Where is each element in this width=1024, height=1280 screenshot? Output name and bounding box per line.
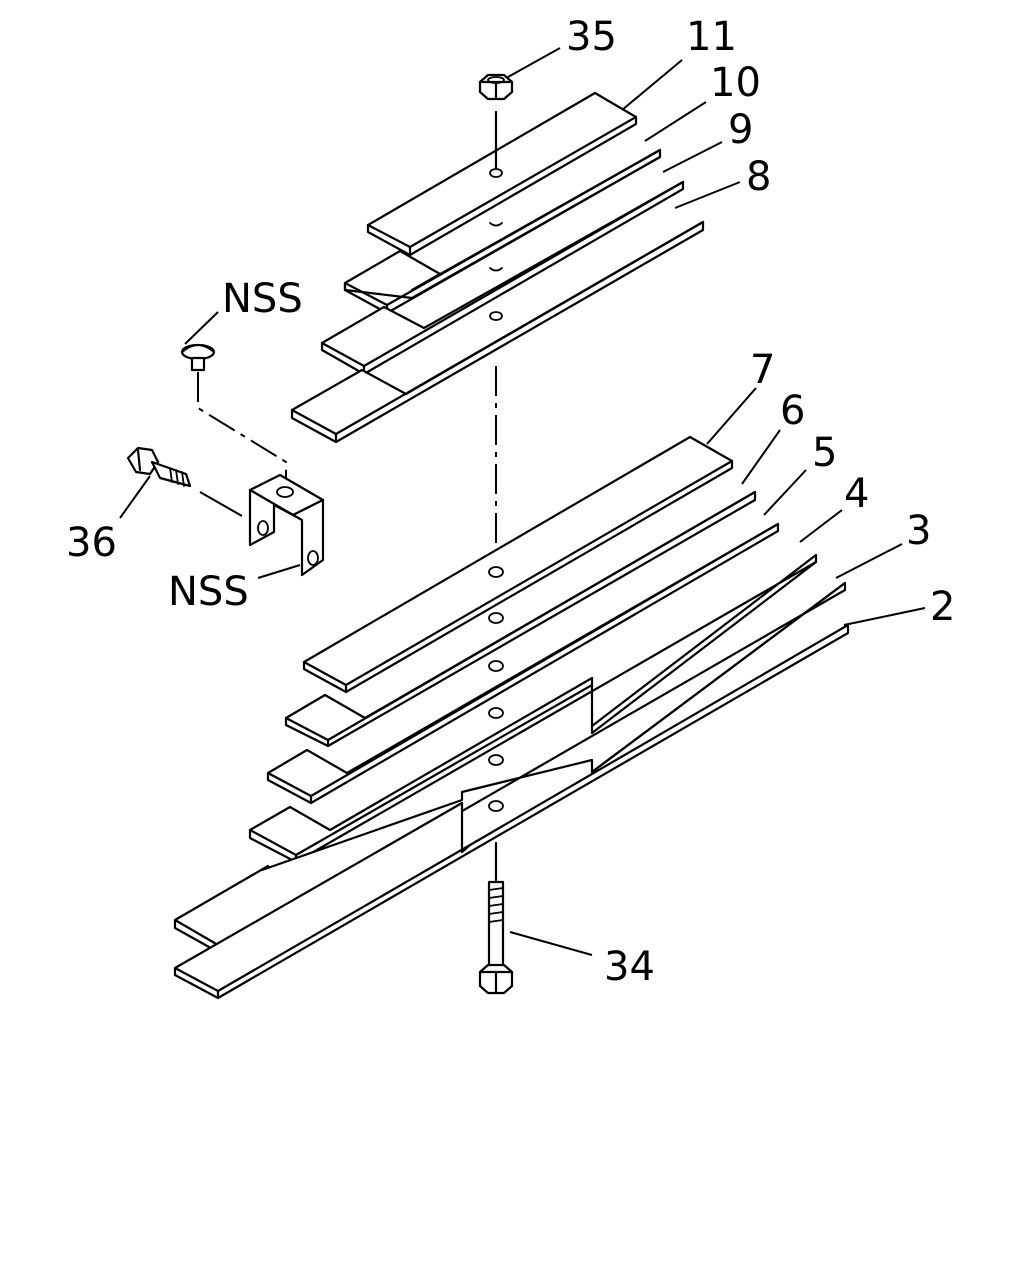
rivet-nss (180, 343, 216, 372)
callout-4: 4 (844, 471, 869, 517)
callout-10: 10 (710, 60, 761, 106)
leaf-4 (248, 553, 818, 864)
callout-nss-rivet: NSS (222, 276, 303, 322)
rivet-dash-line (197, 372, 287, 490)
center-bolt-34 (478, 880, 514, 995)
leaf-7 (302, 435, 734, 694)
callout-5: 5 (812, 430, 837, 476)
callout-3: 3 (906, 508, 931, 554)
leaf-6-hole (488, 612, 504, 624)
leaf-11 (366, 91, 638, 257)
callout-11: 11 (686, 14, 737, 60)
leaf-8 (290, 220, 705, 444)
callout-34: 34 (604, 944, 655, 990)
callout-36: 36 (66, 520, 117, 566)
leaf-4-hole (488, 707, 504, 719)
bolt-36 (126, 446, 192, 488)
leaf-6 (284, 490, 757, 748)
callout-9: 9 (728, 107, 753, 153)
callout-7: 7 (750, 347, 775, 393)
callout-nss-clip: NSS (168, 569, 249, 615)
leaf-2-hole (488, 800, 504, 812)
clip-nss (248, 473, 325, 577)
leaf-10 (343, 148, 662, 315)
callout-2: 2 (930, 584, 955, 630)
nut-35 (478, 73, 514, 101)
callout-6: 6 (780, 388, 805, 434)
leaf-7-hole (488, 566, 504, 578)
leaf-9-hole (489, 267, 503, 272)
leaf-3-hole (488, 754, 504, 766)
bolt-36-dash-line (199, 491, 243, 517)
leaf-5 (266, 522, 780, 805)
leader-lines (119, 47, 926, 956)
leaf-5-hole (488, 660, 504, 672)
callout-35: 35 (566, 14, 617, 60)
leaf-8-hole (489, 311, 503, 321)
leaf-10-hole (489, 222, 503, 227)
callout-8: 8 (746, 154, 771, 200)
